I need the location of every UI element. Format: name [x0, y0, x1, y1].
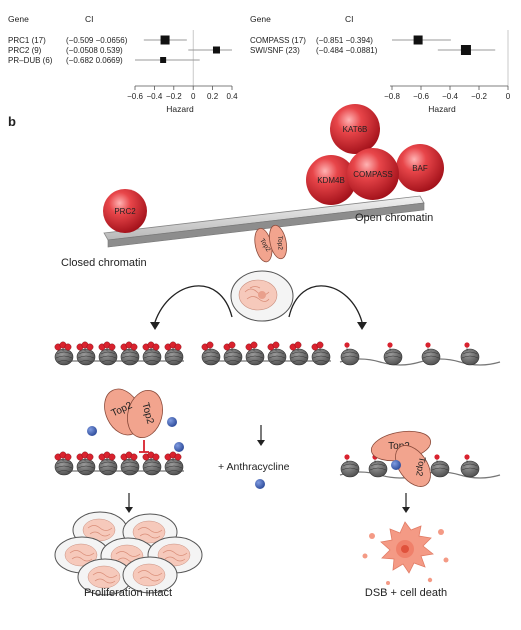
tick-label: 0.2 — [207, 92, 219, 101]
tick-label: −0.2 — [471, 92, 487, 101]
svg-text:PRC2: PRC2 — [114, 207, 136, 216]
ci-label: (−0.682 0.0669) — [66, 56, 123, 65]
tick-label: −0.4 — [147, 92, 163, 101]
tick-label: −0.2 — [166, 92, 182, 101]
sphere-compass: COMPASS — [347, 148, 399, 200]
drug-molecule — [167, 417, 177, 427]
histone-mark — [344, 342, 350, 348]
nucleosome-row-closed-bottom — [54, 451, 184, 476]
hazard-point — [212, 46, 220, 54]
proliferating-cells — [54, 511, 203, 596]
cell-icon — [230, 270, 294, 322]
svg-text:KAT6B: KAT6B — [343, 125, 368, 134]
top2-fulcrum: Top2 Top2 — [254, 224, 288, 263]
tick-label: −0.6 — [413, 92, 429, 101]
nucleosome-row-closed — [54, 341, 184, 366]
ci-label: (−0.0508 0.539) — [66, 46, 123, 55]
sphere-prc2: PRC2 — [103, 189, 147, 233]
drug-molecule — [87, 426, 97, 436]
dsb-label: DSB + cell death — [365, 587, 447, 599]
svg-text:Top2: Top2 — [388, 441, 410, 452]
gene-label: PR–DUB (6) — [8, 56, 53, 65]
arrow-left — [154, 285, 233, 323]
sphere-baf: BAF — [396, 144, 444, 192]
hazard-point — [413, 35, 423, 45]
gene-label: PRC1 (17) — [8, 36, 46, 45]
ci-header: CI — [345, 14, 354, 24]
histone-mark — [294, 341, 302, 349]
histone-mark — [130, 453, 138, 461]
gene-header: Gene — [8, 14, 29, 24]
histone-mark — [152, 343, 160, 351]
sphere-kdm4b: KDM4B — [306, 155, 356, 205]
dying-cell — [362, 521, 449, 585]
histone-mark — [228, 341, 236, 349]
forest-plot-left: Gene CI PRC1 (17) (−0.509 −0.0656) PRC2 (9… — [8, 14, 238, 114]
proliferation-label: Proliferation intact — [84, 587, 172, 599]
gene-label: PRC2 (9) — [8, 46, 42, 55]
seesaw-beam — [103, 195, 425, 248]
histone-mark — [64, 453, 72, 461]
histone-mark — [86, 453, 94, 461]
histone-mark — [64, 343, 72, 351]
svg-text:COMPASS: COMPASS — [353, 170, 392, 179]
gene-label: COMPASS (17) — [250, 36, 306, 45]
svg-text:Top2: Top2 — [276, 236, 284, 251]
top2-enzyme-left: Top2 Top2 — [104, 388, 163, 438]
nucleosome-row-open — [339, 342, 501, 366]
gene-label: SWI/SNF (23) — [250, 46, 300, 55]
top2-enzyme-right: Top2 Top2 — [370, 430, 432, 487]
tick-label: −0.4 — [442, 92, 458, 101]
svg-text:Top2: Top2 — [414, 456, 427, 477]
histone-mark — [86, 343, 94, 351]
ci-label: (−0.484 −0.0881) — [316, 46, 378, 55]
hazard-point — [460, 45, 471, 55]
histone-mark — [152, 453, 160, 461]
tick-label: 0 — [506, 92, 511, 101]
histone-mark — [130, 343, 138, 351]
ci-label: (−0.851 −0.394) — [316, 36, 373, 45]
hazard-point — [160, 57, 167, 63]
histone-mark — [174, 453, 182, 461]
ci-header: CI — [85, 14, 94, 24]
drug-molecule — [391, 460, 401, 470]
tick-label: 0.4 — [226, 92, 238, 101]
histone-mark — [464, 342, 470, 348]
histone-mark — [434, 454, 440, 460]
histone-mark — [108, 343, 116, 351]
drug-molecule — [255, 479, 265, 489]
open-chromatin-label: Open chromatin — [355, 212, 433, 224]
tick-label: −0.6 — [127, 92, 143, 101]
x-axis-label: Hazard — [428, 104, 456, 114]
tick-label: 0 — [191, 92, 196, 101]
histone-mark — [464, 454, 470, 460]
histone-mark — [344, 454, 350, 460]
svg-text:BAF: BAF — [412, 164, 428, 173]
drug-molecule — [174, 442, 184, 452]
histone-mark — [272, 341, 280, 349]
histone-mark — [316, 341, 324, 349]
nucleosome-row-middle — [201, 341, 331, 366]
panel-label: b — [8, 114, 16, 129]
arrow-right — [288, 285, 363, 323]
tick-label: −0.8 — [384, 92, 400, 101]
histone-mark — [250, 341, 258, 349]
histone-mark — [425, 342, 431, 348]
anthracycline-label: + Anthracycline — [218, 461, 290, 473]
histone-mark — [108, 453, 116, 461]
hazard-point — [160, 35, 170, 45]
closed-chromatin-label: Closed chromatin — [61, 257, 147, 269]
ci-label: (−0.509 −0.0656) — [66, 36, 128, 45]
histone-mark — [174, 343, 182, 351]
histone-mark — [387, 342, 393, 348]
forest-plot-right: Gene CI COMPASS (17) (−0.851 −0.394) SWI/S… — [250, 14, 511, 114]
x-axis-label: Hazard — [166, 104, 194, 114]
sphere-kat6b: KAT6B — [330, 104, 380, 154]
gene-header: Gene — [250, 14, 271, 24]
svg-text:KDM4B: KDM4B — [317, 176, 345, 185]
histone-mark — [206, 341, 214, 349]
